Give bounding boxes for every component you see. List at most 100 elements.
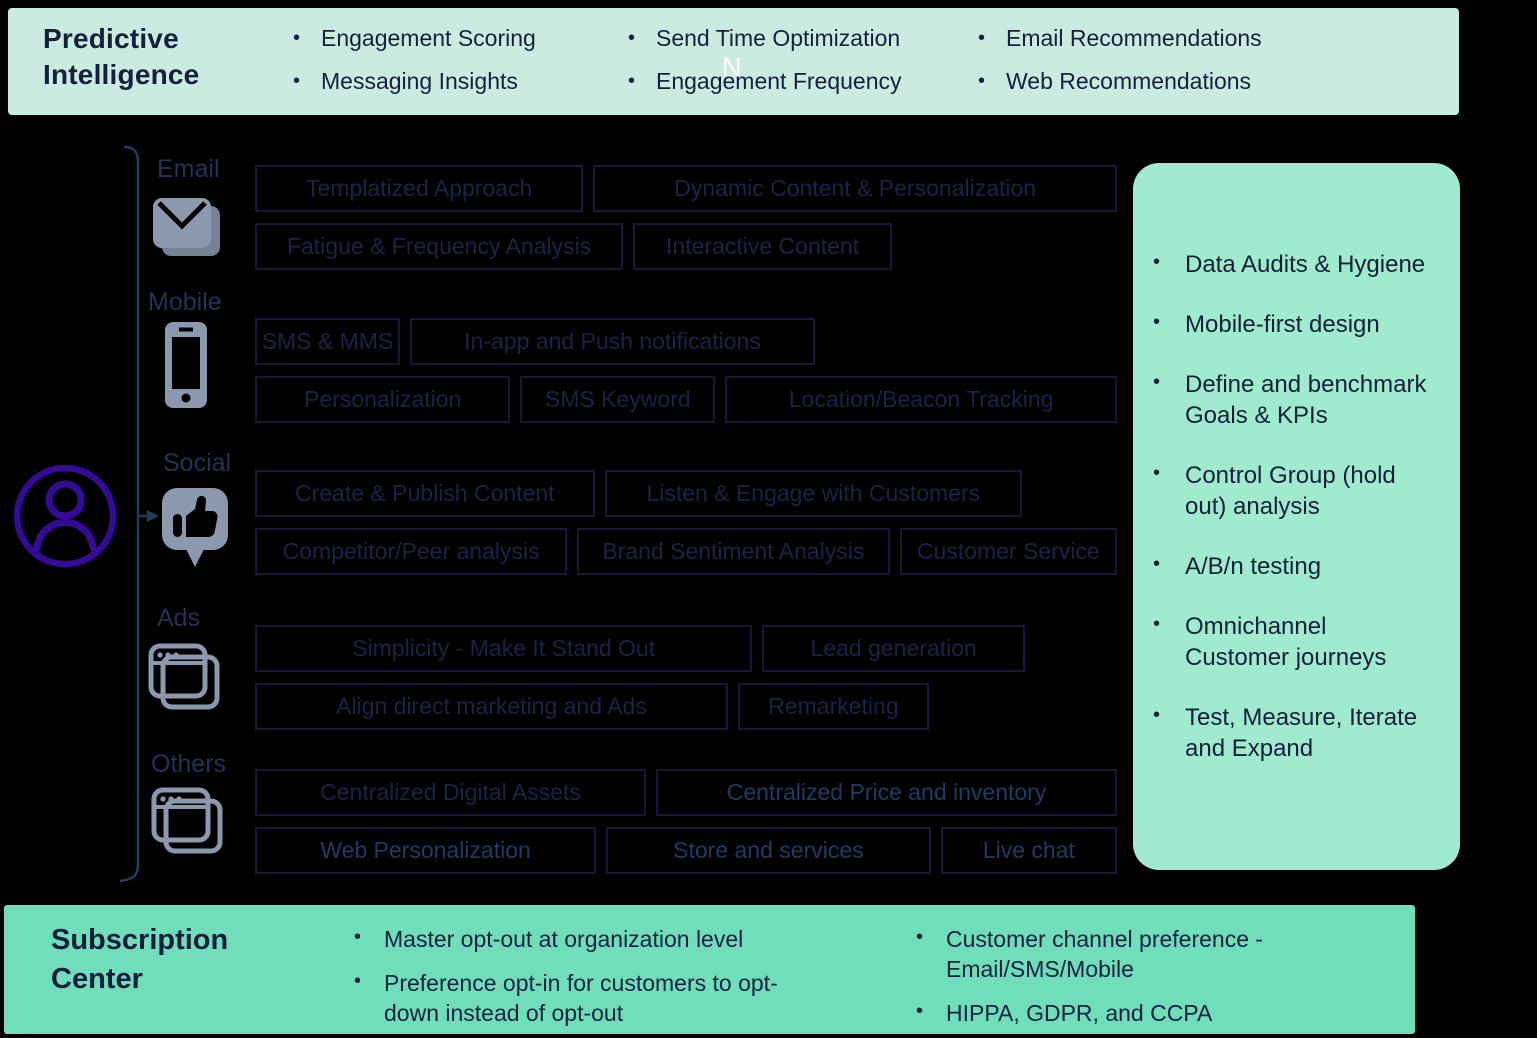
bullet-text: Control Group (hold out) analysis — [1185, 462, 1396, 520]
bullet-icon: • — [293, 70, 301, 92]
browser-window-icon — [151, 787, 229, 866]
capability-box: Simplicity - Make It Stand Out — [255, 625, 753, 672]
bullet-text: Engagement Frequency — [656, 68, 902, 94]
list-item: • Send Time Optimization — [628, 25, 978, 51]
capability-box: SMS Keyword — [520, 376, 716, 423]
list-item: •HIPPA, GDPR, and CCPA — [916, 998, 1396, 1028]
list-item: • Test, Measure, Iterate and Expand — [1153, 702, 1446, 764]
bullet-text: Preference opt-in for customers to opt- … — [384, 970, 778, 1026]
ads-browser-window-icon — [148, 643, 226, 722]
bullet-icon: • — [1153, 553, 1161, 575]
bullet-icon: • — [1153, 704, 1161, 726]
channel-label-others: Others — [151, 750, 227, 778]
capability-box: Align direct marketing and Ads — [255, 683, 728, 730]
predictive-bullet-column: • Send Time Optimization • Engagement Frequ… — [628, 25, 978, 111]
predictive-bullet-column: • Engagement Scoring • Messaging Insights — [293, 25, 628, 111]
subscription-center-title: Subscription Center — [51, 924, 229, 995]
envelope-icon — [150, 196, 228, 265]
arrow-head-icon — [147, 510, 159, 522]
bullet-text: Send Time Optimization — [656, 25, 901, 51]
channel-label-ads: Ads — [157, 604, 201, 632]
bullet-text: Omnichannel Customer journeys — [1185, 613, 1387, 671]
capability-box: Location/Beacon Tracking — [725, 376, 1118, 423]
capability-box: Listen & Engage with Customers — [604, 470, 1022, 517]
bullet-text: Email Recommendations — [1006, 25, 1262, 51]
bullet-icon: • — [628, 70, 636, 92]
capability-box: Web Personalization — [255, 827, 597, 874]
bullet-text: Customer channel preference - Email/SMS/… — [946, 926, 1264, 982]
stray-letter-n: N — [722, 52, 742, 82]
list-item: •Customer channel preference - Email/SMS… — [916, 924, 1396, 984]
predictive-bullet-column: • Email Recommendations • Web Recommendatio… — [978, 25, 1308, 111]
predictive-bullet-lists: • Engagement Scoring • Messaging Insights • S… — [293, 25, 1308, 111]
bullet-icon: • — [1153, 311, 1161, 333]
capability-box: SMS & MMS — [255, 318, 400, 365]
bullet-icon: • — [293, 27, 301, 49]
bullet-icon: • — [1153, 251, 1161, 273]
bullet-text: Data Audits & Hygiene — [1185, 251, 1426, 278]
bullet-icon: • — [1153, 613, 1161, 635]
customer-avatar-icon — [13, 464, 117, 568]
list-item: • Master opt-out at organization level — [354, 924, 894, 954]
capability-box: Competitor/Peer analysis — [255, 528, 568, 575]
bullet-text: Test, Measure, Iterate and Expand — [1185, 704, 1418, 762]
list-item: • Engagement Scoring — [293, 25, 628, 51]
bullet-text: A/B/n testing — [1185, 553, 1322, 580]
list-item: • Engagement Frequency — [628, 68, 978, 94]
list-item: • Define and benchmark Goals & KPIs — [1153, 369, 1446, 431]
bullet-text: Mobile-first design — [1185, 311, 1380, 338]
bullet-text: Engagement Scoring — [321, 25, 536, 51]
list-item: • Web Recommendations — [978, 68, 1308, 94]
bullet-text: Master opt-out at organization level — [384, 926, 744, 952]
capability-box: Create & Publish Content — [255, 470, 595, 517]
capability-box: Brand Sentiment Analysis — [577, 528, 890, 575]
list-item: • Omnichannel Customer journeys — [1153, 611, 1446, 673]
capability-box: Centralized Digital Assets — [255, 769, 647, 816]
bullet-icon: • — [1153, 371, 1161, 393]
list-item: • Control Group (hold out) analysis — [1153, 460, 1446, 522]
bullet-icon: • — [916, 1000, 924, 1022]
predictive-intelligence-banner: Predictive Intelligence • Engagement Scor… — [8, 8, 1459, 115]
subscription-center-banner: Subscription Center • Master opt-out at o… — [4, 905, 1415, 1034]
bullet-text: Messaging Insights — [321, 68, 518, 94]
list-item: •Preference opt-in for customers to opt-… — [354, 968, 894, 1028]
subscription-list-left: • Master opt-out at organization level •Pr… — [354, 924, 894, 1038]
list-item: • Messaging Insights — [293, 68, 628, 94]
bullet-icon: • — [978, 70, 986, 92]
predictive-intelligence-title: Predictive Intelligence — [43, 23, 200, 90]
bullet-text: Define and benchmark Goals & KPIs — [1185, 371, 1427, 429]
bullet-text: Web Recommendations — [1006, 68, 1252, 94]
list-item: • Mobile-first design — [1153, 309, 1446, 340]
bullet-icon: • — [628, 27, 636, 49]
list-item: • Email Recommendations — [978, 25, 1308, 51]
channels-bracket — [119, 145, 148, 883]
capability-box: Live chat — [940, 827, 1117, 874]
best-practices-panel: • Data Audits & Hygiene • Mobile-first desi… — [1133, 163, 1460, 870]
capability-box: Personalization — [255, 376, 511, 423]
capability-box: Interactive Content — [633, 223, 892, 270]
capability-box: Dynamic Content & Personalization — [593, 165, 1117, 212]
subscription-list-right: • Customer channel preference - Email/SMS… — [916, 924, 1396, 1038]
bullet-icon: • — [978, 27, 986, 49]
list-item: • Data Audits & Hygiene — [1153, 249, 1446, 280]
bullet-icon: • — [1153, 462, 1161, 484]
capability-box: Store and services — [606, 827, 931, 874]
capability-box: Fatigue & Frequency Analysis — [255, 223, 624, 270]
bullet-icon: • — [354, 926, 362, 948]
